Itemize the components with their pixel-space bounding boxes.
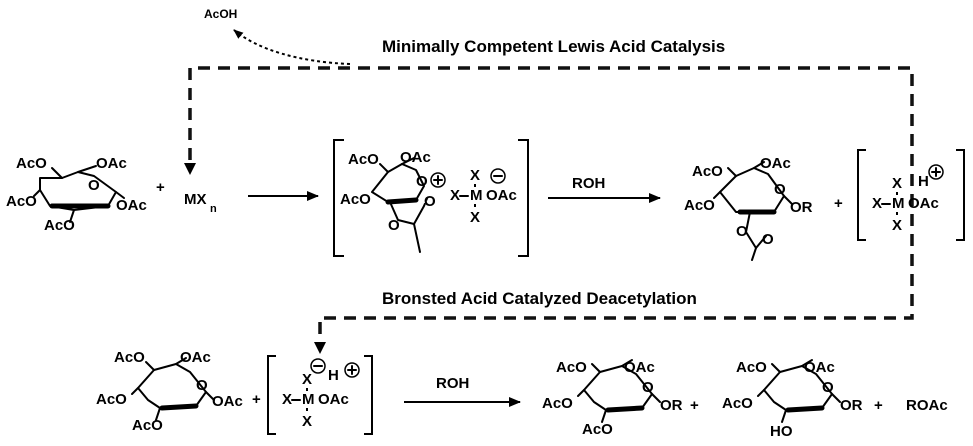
bracket-left-1 [333,139,344,257]
acoh-label: AcOH [204,7,237,21]
ring-o-10: O [822,379,834,396]
pentaacetate-start: AcO OAc AcO O OAc AcO [6,155,147,234]
svg-text:X: X [282,391,292,408]
glycoside-product-1: AcO OAc AcO O OR O O [684,155,813,261]
svg-text:M: M [470,187,483,204]
or-1: OR [790,199,813,216]
oac-5: OAc [180,349,211,366]
oac-8: OAc [804,359,835,376]
aco-9: AcO [96,391,127,408]
roac-label: ROAc [906,397,948,414]
deacetylated-product: AcO OAc AcO O OR HO [722,359,863,440]
ring-o-6: O [736,223,748,240]
ring-o-8: O [196,377,208,394]
ho-label: HO [770,423,793,440]
bracket-right-2 [956,149,965,241]
oac-1: OAc [96,155,127,172]
heading-bronsted-acid: Bronsted Acid Catalyzed Deacetylation [382,289,697,308]
aco-10: AcO [132,417,163,434]
route-arrowhead-top [184,163,196,175]
oac-7: OAc [624,359,655,376]
acoh-release-arrow [233,29,351,65]
catalyst-label: MX [184,191,207,208]
plus-2: + [834,195,843,212]
aco-4: AcO [348,151,379,168]
svg-text:X: X [470,209,480,226]
aco-13: AcO [582,421,613,438]
ring-o-9: O [642,379,654,396]
plus-1: + [156,179,165,196]
route-arrowhead-bottom [314,342,326,354]
aco-12: AcO [542,395,573,412]
bracket-right-1 [518,139,529,257]
svg-text:X: X [302,371,312,388]
svg-text:H: H [328,367,339,384]
aco-5: AcO [340,191,371,208]
heading-lewis-acid: Minimally Competent Lewis Acid Catalysis [382,37,725,56]
oac-2: OAc [116,197,147,214]
svg-text:M: M [302,391,315,408]
dioxolenium-intermediate: AcO OAc AcO O O O [340,149,446,253]
svg-text:X: X [872,195,882,212]
or-3: OR [840,397,863,414]
ring-o-5: O [774,181,786,198]
svg-text:OAc: OAc [486,187,517,204]
aco-7: AcO [684,197,715,214]
svg-text:H: H [918,173,929,190]
plus-5: + [874,397,883,414]
oac-6: OAc [212,393,243,410]
ring-o-1: O [88,177,100,194]
pentaacetate-start-2: AcO OAc AcO O OAc AcO [96,349,243,434]
bracket-right-3 [364,355,373,435]
aco-3: AcO [44,217,75,234]
aco-11: AcO [556,359,587,376]
aco-2: AcO [6,193,37,210]
svg-text:X: X [450,187,460,204]
oac-3: OAc [400,149,431,166]
aco-14: AcO [736,359,767,376]
svg-text:X: X [892,175,902,192]
catalyst-subscript: n [210,203,217,215]
glycoside-product-2: AcO OAc AcO O OR AcO [542,359,683,438]
aco-1: AcO [16,155,47,172]
ring-o-4: O [424,193,436,210]
ring-o-3: O [388,217,400,234]
svg-text:X: X [892,217,902,234]
bracket-left-2 [857,149,866,241]
svg-text:X: X [470,167,480,184]
aco-8: AcO [114,349,145,366]
ring-o-2: O [416,173,428,190]
svg-text:X: X [302,413,312,430]
svg-text:OAc: OAc [318,391,349,408]
aco-15: AcO [722,395,753,412]
metal-complex-3: X X M OAc X H [282,358,360,430]
oac-4: OAc [760,155,791,172]
or-2: OR [660,397,683,414]
ring-o-7: O [762,231,774,248]
plus-4: + [690,397,699,414]
aco-6: AcO [692,163,723,180]
catalytic-route-line [188,66,914,342]
bracket-left-3 [267,355,276,435]
plus-3: + [252,391,261,408]
roh-label-2: ROH [436,375,469,392]
metal-complex-1: X X M OAc X [450,167,517,226]
roh-label-1: ROH [572,175,605,192]
metal-complex-2: X X M OAc X H [872,164,944,234]
svg-text:OAc: OAc [908,195,939,212]
svg-text:M: M [892,195,905,212]
